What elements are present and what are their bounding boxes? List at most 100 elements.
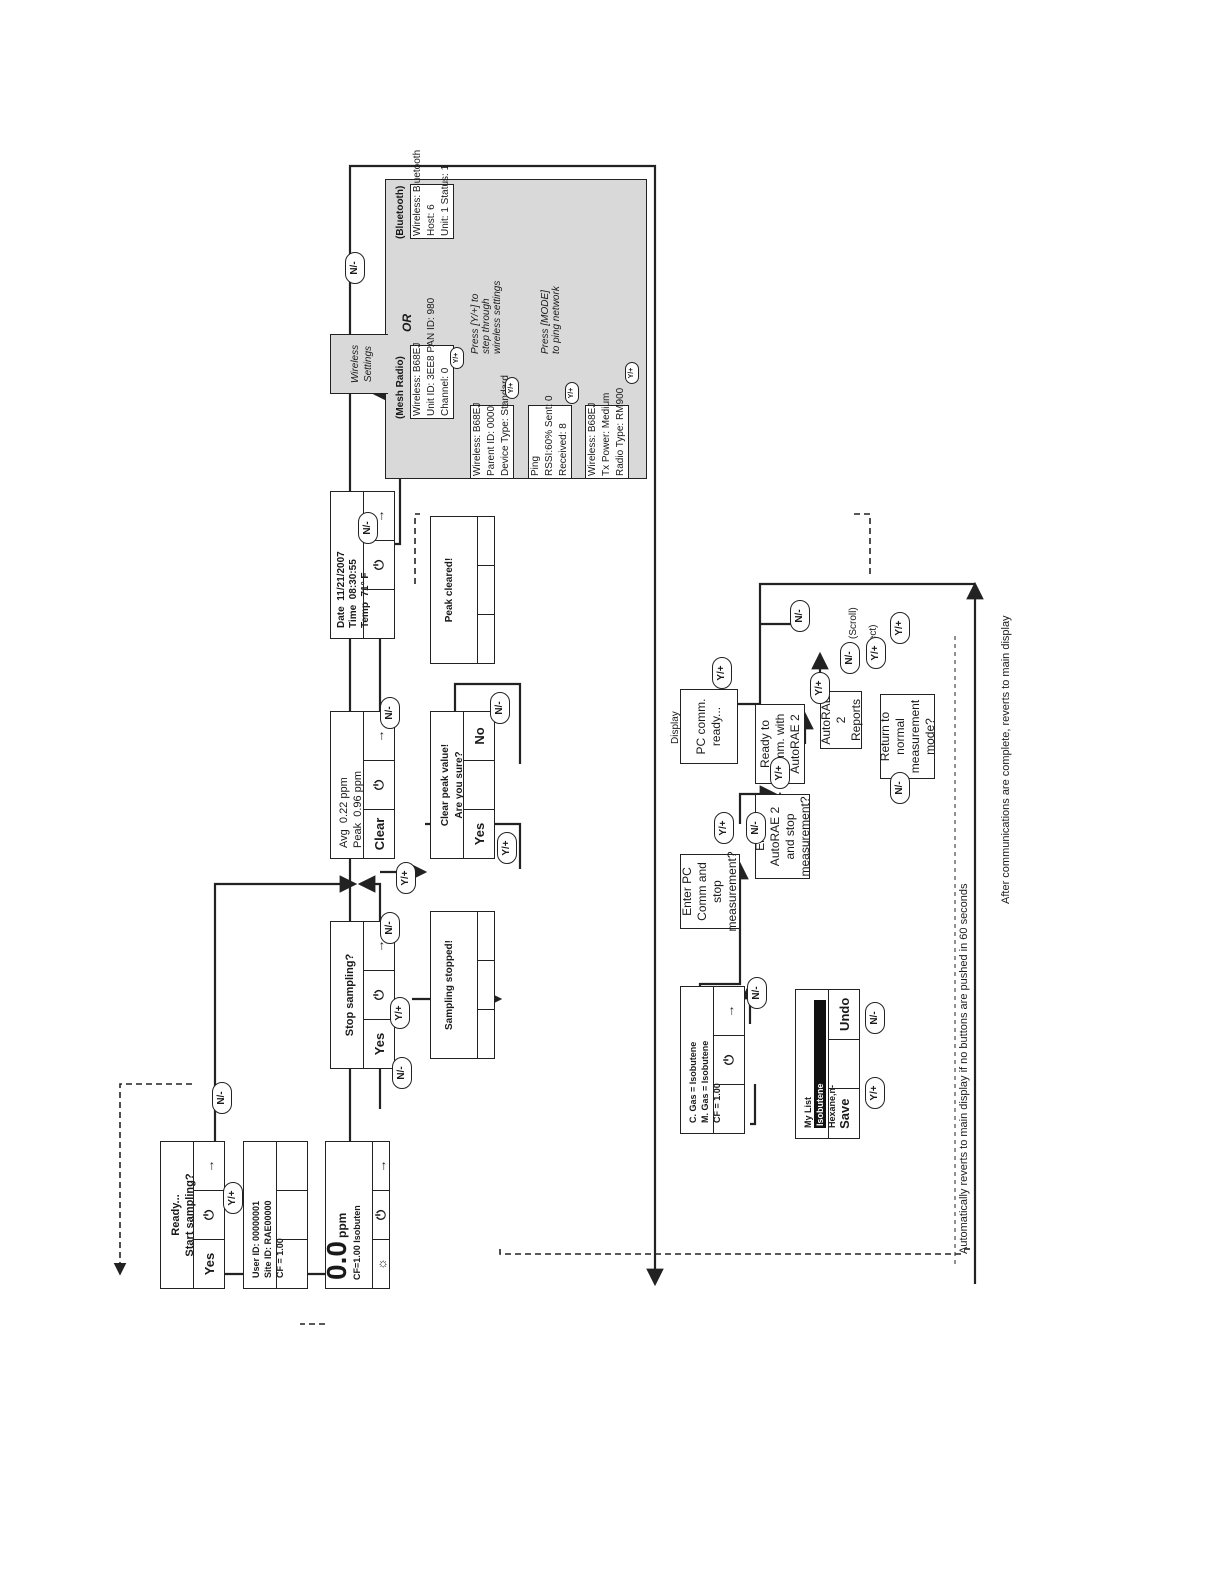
power-icon[interactable]: ⏻ <box>194 1190 224 1239</box>
mesh1-line1: Wireless: B68EJ <box>412 342 423 416</box>
no-button-pill[interactable]: N/- <box>747 977 767 1009</box>
arrow-right-icon[interactable]: → <box>721 1004 737 1018</box>
note-ping: Press [MODE] to ping network <box>540 286 562 354</box>
note-step: Press [Y/+] to step through wireless set… <box>470 280 503 354</box>
peak-cleared-text: Peak cleared! <box>444 557 455 623</box>
mesh4-line3: Radio Type: RM900 <box>615 387 626 476</box>
softkey-yes[interactable]: Yes <box>194 1239 224 1288</box>
bt-line3: Unit: 1 Status: 1 <box>440 164 451 236</box>
yes-button-pill[interactable]: Y/+ <box>450 347 464 369</box>
time-label: Time <box>348 604 359 628</box>
avg-value: 0.22 ppm <box>338 777 350 824</box>
softkey-yes[interactable]: Yes <box>364 1019 394 1068</box>
no-button-pill[interactable]: N/- <box>890 772 910 804</box>
mesh3-line2: RSSI:60% Sent: 0 <box>544 395 555 476</box>
no-button-pill[interactable]: N/- <box>345 252 365 284</box>
no-button-pill[interactable]: N/- <box>380 697 400 729</box>
pc-ready-text: PC comm. ready... <box>694 698 723 755</box>
avg-label: Avg <box>338 829 350 848</box>
after-comm-note: After communications are complete, rever… <box>1000 615 1012 904</box>
bt-line1: Wireless: Bluetooth <box>412 149 423 236</box>
mesh2-line1: Wireless: B68EJ <box>472 402 483 476</box>
screen-user-info: User ID: 00000001 Site ID: RAE00000 CF =… <box>243 1141 308 1289</box>
wireless-tab-label: Wireless Settings <box>350 344 374 384</box>
return-normal-box: Return to normal measurement mode? <box>877 694 937 779</box>
bt-title: (Bluetooth) <box>395 185 406 239</box>
power-icon[interactable]: ⏻ <box>714 1035 744 1084</box>
yes-button-pill[interactable]: Y/+ <box>810 672 830 704</box>
bt-line2: Host: 6 <box>426 204 437 236</box>
screen-avg-peak: Avg 0.22 ppm Peak 0.96 ppm Clear ⏻ → <box>330 711 395 859</box>
yes-button-pill[interactable]: Y/+ <box>890 612 910 644</box>
pc-ready-box: PC comm. ready... <box>680 689 738 764</box>
yes-button-pill[interactable]: Y/+ <box>396 862 416 894</box>
arrow-right-icon[interactable]: → <box>373 1159 389 1173</box>
screen-sampling-stopped: Sampling stopped! <box>430 911 495 1059</box>
mesh-title: (Mesh Radio) <box>395 356 406 419</box>
softkey-no[interactable]: No <box>471 727 487 745</box>
gas-line1: C. Gas = Isobutene <box>688 1041 698 1123</box>
no-button-pill[interactable]: N/- <box>392 1057 412 1089</box>
mylist-item1: Isobutene <box>814 1000 826 1128</box>
auto-revert-note: Automatically reverts to main display if… <box>958 883 970 1254</box>
light-icon[interactable]: ☼ <box>373 1239 389 1288</box>
scroll-label: (Scroll) <box>848 607 859 639</box>
return-normal-text: Return to normal measurement mode? <box>877 699 937 774</box>
mesh4-line1: Wireless: B68EJ <box>587 402 598 476</box>
screen-peak-cleared: Peak cleared! <box>430 516 495 664</box>
softkey-clear[interactable]: Clear <box>364 809 394 858</box>
user-id: User ID: 00000001 <box>251 1200 261 1278</box>
reports-text: AutoRAE 2 Reports <box>818 695 863 745</box>
softkey-save[interactable]: Save <box>829 1088 859 1138</box>
stop-sampling-text: Stop sampling? <box>344 953 356 1037</box>
mesh1-line2: Unit ID: 3EE8 PAN ID: 980 <box>426 297 437 416</box>
ready-line1: Ready... <box>170 1194 182 1236</box>
yes-button-pill[interactable]: Y/+ <box>390 997 410 1029</box>
or-label: OR <box>400 314 414 332</box>
power-icon[interactable]: ⏻ <box>373 1190 389 1239</box>
screen-reading: 0.0 ppm CF=1.00 Isobuten ☼⏻→ <box>321 1141 390 1289</box>
screen-ready: Ready... Start sampling? Yes ⏻ → <box>160 1141 225 1289</box>
no-button-pill[interactable]: N/- <box>840 642 860 674</box>
yes-button-pill[interactable]: Y/+ <box>865 1077 885 1109</box>
softkey-undo[interactable]: Undo <box>836 997 852 1031</box>
enter-pc-box: Enter PC Comm and stop measurement? <box>680 851 740 932</box>
site-id: Site ID: RAE00000 <box>263 1200 273 1278</box>
yes-button-pill[interactable]: Y/+ <box>712 657 732 689</box>
mesh1-line3: Channel: 0 <box>440 367 451 416</box>
mesh3-line3: Received: 8 <box>558 423 569 476</box>
no-button-pill[interactable]: N/- <box>380 912 400 944</box>
no-button-pill[interactable]: N/- <box>865 1002 885 1034</box>
gas-line2: M. Gas = Isobutene <box>700 1040 710 1123</box>
yes-button-pill[interactable]: Y/+ <box>625 362 639 384</box>
time-value: 08:30:55 <box>348 559 359 600</box>
mesh3-line1: Ping <box>530 455 541 476</box>
reading-status: CF=1.00 Isobuten <box>352 1205 362 1280</box>
yes-button-pill[interactable]: Y/+ <box>223 1182 243 1214</box>
power-icon[interactable]: ⏻ <box>364 760 394 809</box>
reading-unit: ppm <box>335 1212 349 1238</box>
screen-clear-peak: Clear peak value! Are you sure? Yes No <box>430 711 495 859</box>
yes-button-pill[interactable]: Y/+ <box>565 382 579 404</box>
no-button-pill[interactable]: N/- <box>490 692 510 724</box>
yes-button-pill[interactable]: Y/+ <box>770 757 790 789</box>
yes-button-pill[interactable]: Y/+ <box>505 377 519 399</box>
date-value: 11/21/2007 <box>336 551 347 601</box>
power-icon[interactable]: ⏻ <box>364 540 394 589</box>
mesh4-line2: Tx Power: Medium <box>601 392 612 476</box>
no-button-pill[interactable]: N/- <box>746 812 766 844</box>
enter-pc-text: Enter PC Comm and stop measurement? <box>680 851 739 932</box>
yes-button-pill[interactable]: Y/+ <box>714 812 734 844</box>
softkey-yes[interactable]: Yes <box>464 809 494 858</box>
no-button-pill[interactable]: N/- <box>358 512 378 544</box>
arrow-right-icon[interactable]: → <box>201 1159 217 1173</box>
no-button-pill[interactable]: N/- <box>212 1082 232 1114</box>
yes-button-pill[interactable]: Y/+ <box>497 832 517 864</box>
wireless-tab: Wireless Settings <box>330 334 388 394</box>
mesh2-line2: Parent ID: 0000 <box>486 405 497 476</box>
no-button-pill[interactable]: N/- <box>790 600 810 632</box>
clear-peak-line1: Clear peak value! <box>440 743 451 827</box>
date-label: Date <box>336 606 347 628</box>
yes-button-pill[interactable]: Y/+ <box>866 637 886 669</box>
